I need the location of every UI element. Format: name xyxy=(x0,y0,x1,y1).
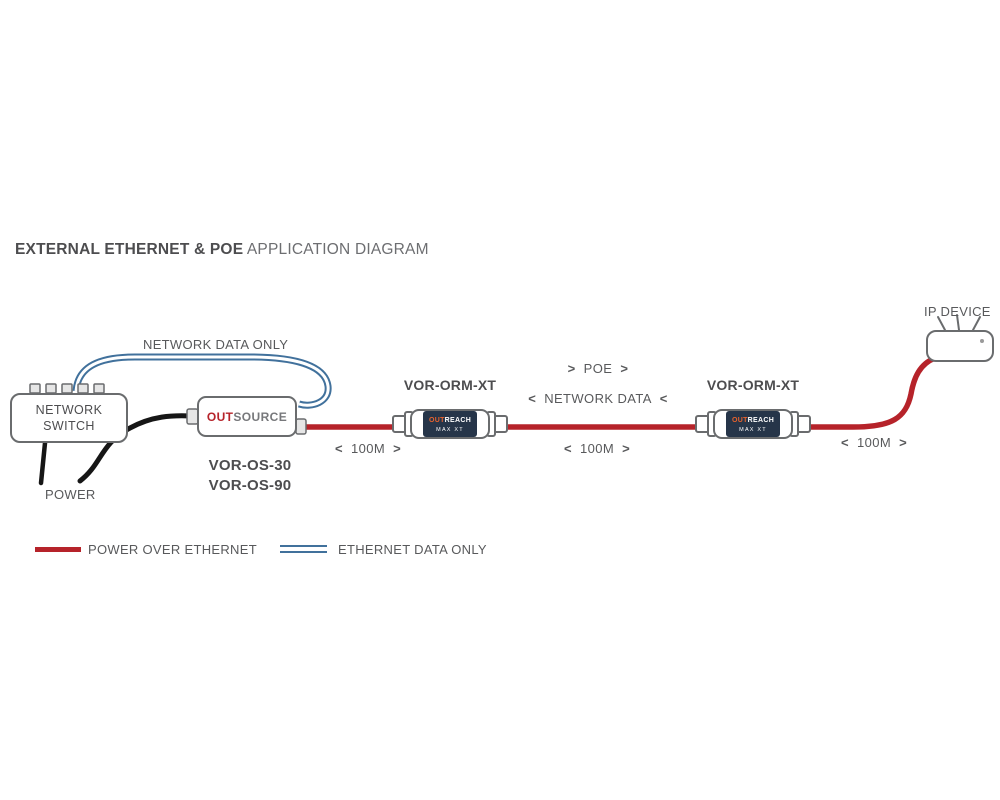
orm-device-2: OUTREACH MAX XT xyxy=(695,409,811,439)
switch-port-icon xyxy=(93,383,105,394)
outsource-model-1: VOR-OS-30 xyxy=(208,457,292,474)
distance-marker-3: < 100M > xyxy=(824,435,924,450)
chevron-left-icon: < xyxy=(840,435,849,450)
network-switch: NETWORK SWITCH xyxy=(10,393,128,443)
chevron-left-icon: < xyxy=(563,441,572,456)
router-body xyxy=(926,330,994,362)
switch-port-icon xyxy=(45,383,57,394)
outsource-model-2: VOR-OS-90 xyxy=(208,477,292,494)
orm-device-1: OUTREACH MAX XT xyxy=(392,409,508,439)
orm-brand-out: OUT xyxy=(429,417,445,424)
orm-brand: OUTREACH xyxy=(732,417,774,424)
outsource-right-connector xyxy=(295,418,307,435)
network-switch-label-line2: SWITCH xyxy=(43,419,95,433)
outsource-model-numbers: VOR-OS-30 VOR-OS-90 xyxy=(185,456,315,496)
power-cord-outsource xyxy=(77,413,195,484)
orm-brand-line2: MAX XT xyxy=(739,427,767,433)
switch-port-icon xyxy=(77,383,89,394)
orm-band xyxy=(726,411,780,437)
router-led-icon xyxy=(980,339,984,343)
outsource-brand-source: SOURCE xyxy=(233,409,288,424)
chevron-left-icon: < xyxy=(528,391,537,406)
orm-2-label: VOR-ORM-XT xyxy=(706,377,800,393)
antenna-icon xyxy=(972,316,981,331)
chevron-right-icon: > xyxy=(393,441,402,456)
switch-port-icon xyxy=(61,383,73,394)
chevron-left-icon: < xyxy=(659,391,668,406)
chevron-right-icon: > xyxy=(899,435,908,450)
network-switch-label-line1: NETWORK xyxy=(35,403,103,417)
switch-ports xyxy=(29,383,105,394)
chevron-right-icon: > xyxy=(567,361,576,376)
poe-cable xyxy=(294,355,938,430)
chevron-right-icon: > xyxy=(622,441,631,456)
legend-poe-swatch xyxy=(35,547,81,552)
orm-brand-line2: MAX XT xyxy=(436,427,464,433)
ip-device-label: IP DEVICE xyxy=(924,304,991,319)
legend-data-swatch xyxy=(280,545,327,553)
network-data-flow-label: < NETWORK DATA < xyxy=(518,391,678,406)
chevron-right-icon: > xyxy=(620,361,629,376)
poe-flow-label: > POE > xyxy=(538,361,658,376)
orm-brand-out: OUT xyxy=(732,417,748,424)
antenna-icon xyxy=(956,314,960,331)
poe-flow-text: POE xyxy=(583,361,613,376)
orm-brand: OUTREACH xyxy=(429,417,471,424)
distance-marker-2: < 100M > xyxy=(547,441,647,456)
outsource-brand-out: OUT xyxy=(206,409,234,424)
distance-text: 100M xyxy=(350,441,386,456)
legend-data-label: ETHERNET DATA ONLY xyxy=(338,542,487,557)
switch-port-icon xyxy=(29,383,41,394)
orm-brand-reach: REACH xyxy=(748,417,774,424)
title-emphasis: EXTERNAL ETHERNET & POE xyxy=(15,241,244,258)
network-data-only-label: NETWORK DATA ONLY xyxy=(143,337,289,352)
distance-marker-1: < 100M > xyxy=(318,441,418,456)
chevron-left-icon: < xyxy=(334,441,343,456)
ip-device-icon xyxy=(926,314,994,362)
power-label: POWER xyxy=(45,487,96,502)
page-title: EXTERNAL ETHERNET & POE APPLICATION DIAG… xyxy=(15,241,429,259)
orm-1-label: VOR-ORM-XT xyxy=(403,377,497,393)
network-data-flow-text: NETWORK DATA xyxy=(544,391,652,406)
title-rest: APPLICATION DIAGRAM xyxy=(243,241,429,258)
legend-poe-label: POWER OVER ETHERNET xyxy=(88,542,257,557)
power-cord-stub xyxy=(38,440,48,486)
antenna-icon xyxy=(937,316,946,331)
distance-text: 100M xyxy=(856,435,892,450)
distance-text: 100M xyxy=(579,441,615,456)
data-cable-inner xyxy=(74,355,330,407)
orm-brand-reach: REACH xyxy=(445,417,471,424)
orm-band xyxy=(423,411,477,437)
